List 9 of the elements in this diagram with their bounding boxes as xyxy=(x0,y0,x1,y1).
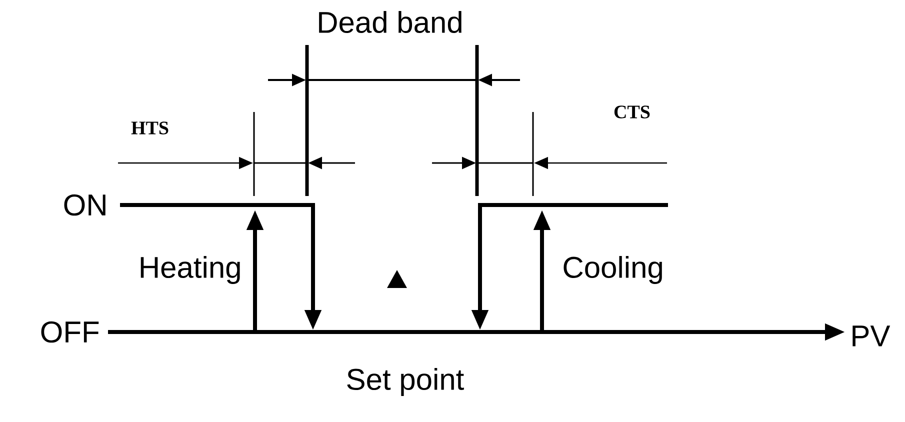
pv-label: PV xyxy=(852,326,890,346)
heating-label: Heating xyxy=(140,256,240,284)
cooling-label: Cooling xyxy=(564,256,662,284)
off-label: OFF xyxy=(41,321,99,343)
on-label: ON xyxy=(64,194,106,216)
dead-band-label: Dead band xyxy=(319,10,462,34)
set-point-label: Set point xyxy=(347,368,464,396)
hts-label: HTS xyxy=(131,122,168,134)
cts-label: CTS xyxy=(614,106,650,118)
